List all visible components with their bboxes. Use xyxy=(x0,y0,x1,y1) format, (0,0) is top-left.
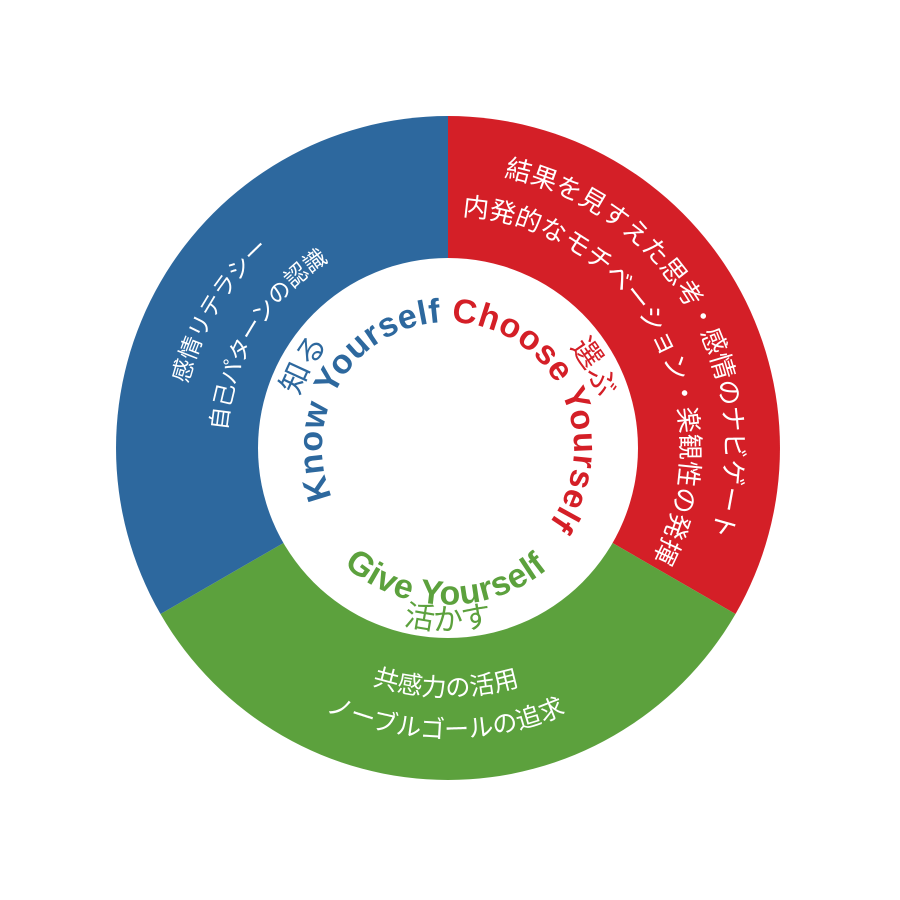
give-yourself-label-ja: 活かす xyxy=(402,599,494,637)
inner-circle xyxy=(258,258,638,638)
